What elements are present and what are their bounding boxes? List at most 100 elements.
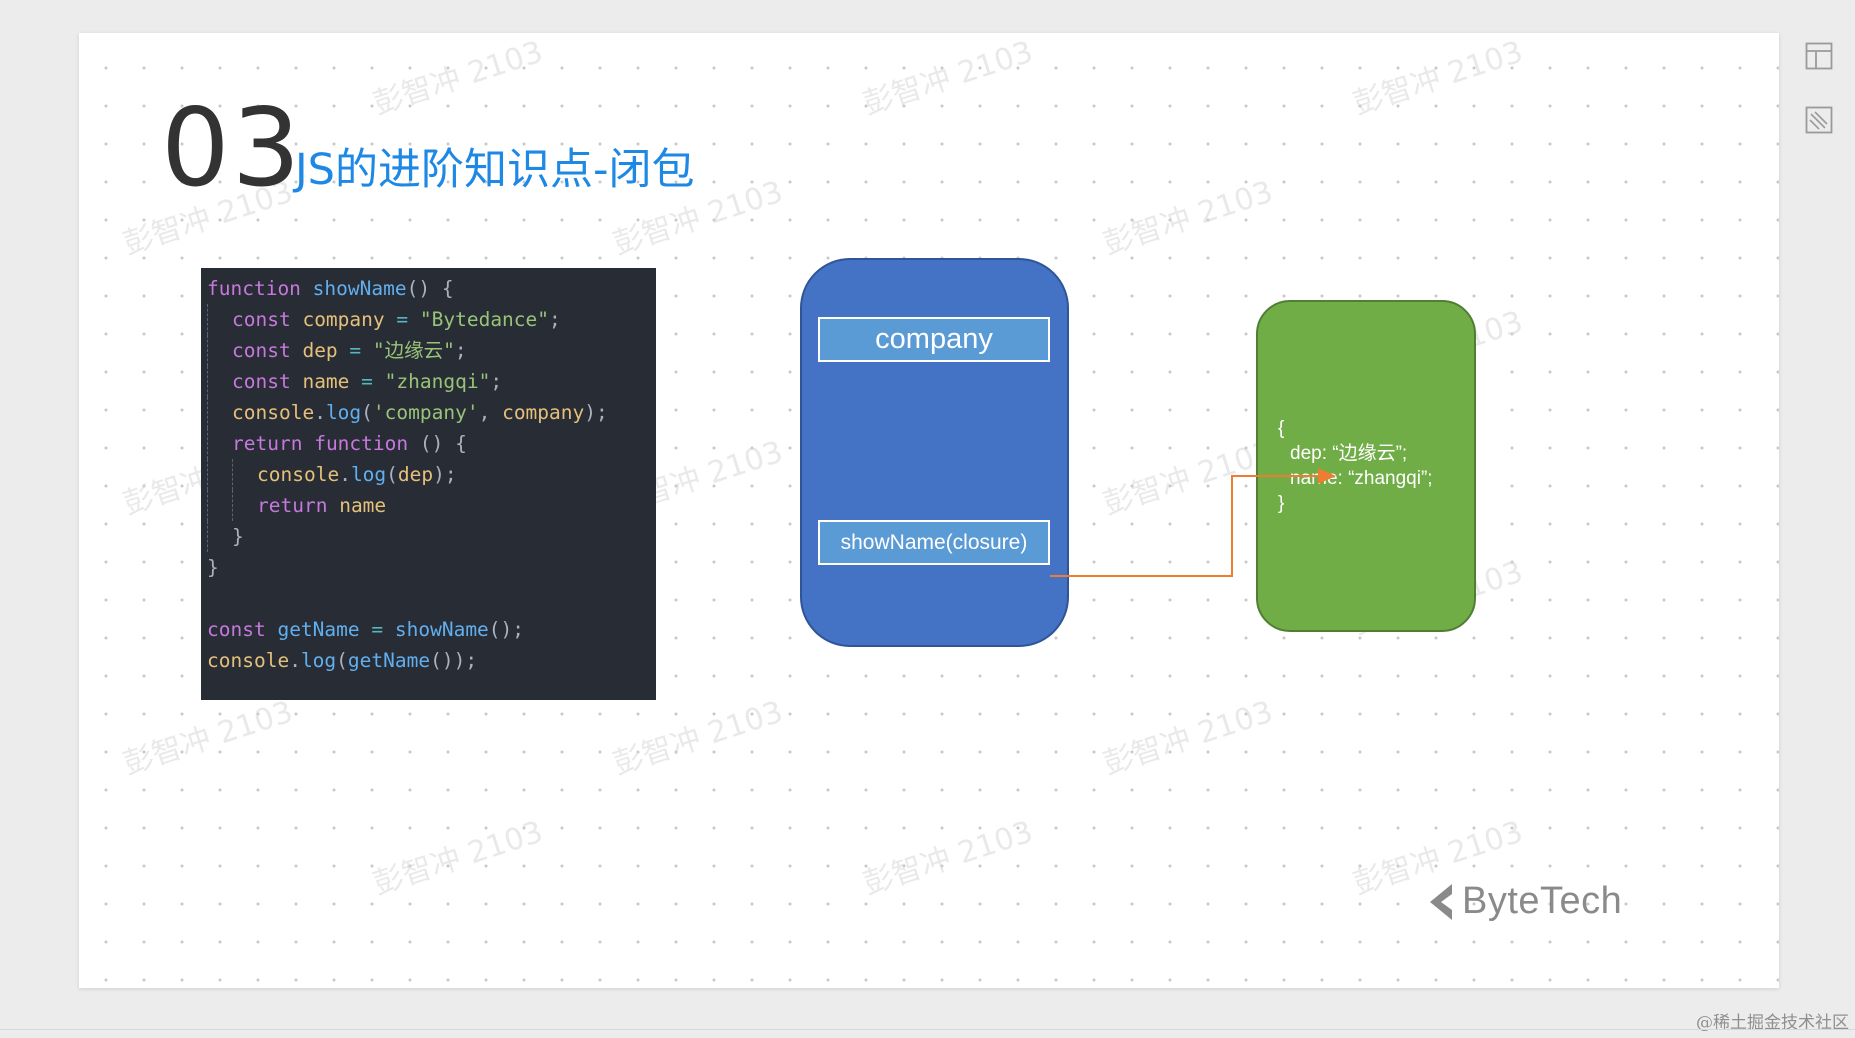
code-line: function showName() { (207, 273, 656, 304)
watermark-text: 彭智冲 2103 (1098, 694, 1278, 783)
code-token (291, 339, 303, 362)
annotation-icon (1805, 106, 1833, 134)
layout-panel-button[interactable] (1805, 42, 1833, 70)
code-token: } (207, 556, 219, 579)
code-token (301, 277, 313, 300)
code-token: . (339, 463, 351, 486)
watermark-text: 彭智冲 2103 (368, 814, 548, 903)
code-line: } (207, 521, 656, 552)
code-token: name (302, 370, 350, 393)
watermark-text: 彭智冲 2103 (1098, 434, 1278, 523)
code-token: log (350, 463, 387, 486)
code-token: = (349, 370, 385, 393)
brand: ByteTech (1426, 880, 1622, 923)
bottom-divider (0, 1029, 1855, 1030)
code-token: const (232, 308, 291, 331)
object-open-brace: { (1278, 418, 1285, 439)
code-line: const getName = showName(); (207, 614, 656, 645)
code-token: ( (386, 463, 398, 486)
code-token: () { (408, 432, 467, 455)
code-token: getName (277, 618, 360, 641)
code-token: "边缘云" (372, 339, 455, 362)
watermark-text: 彭智冲 2103 (368, 34, 548, 123)
code-token: company (302, 308, 385, 331)
code-block: function showName() {const company = "By… (201, 268, 656, 700)
code-token: "Bytedance" (419, 308, 550, 331)
code-token: "zhangqi" (384, 370, 491, 393)
closure-reference-box: showName(closure) (818, 520, 1050, 565)
code-token: company (502, 401, 585, 424)
watermark-text: 彭智冲 2103 (118, 694, 298, 783)
indent-guide (207, 521, 232, 552)
bytetech-logo-icon (1430, 883, 1452, 920)
indent-guide (207, 366, 232, 397)
code-token: = (337, 339, 373, 362)
footer-credit: @稀土掘金技术社区 (1696, 1013, 1849, 1033)
code-token: ( (361, 401, 373, 424)
indent-guide (207, 459, 232, 490)
code-line: } (207, 552, 656, 583)
code-token (291, 308, 303, 331)
code-token: return (232, 432, 303, 455)
indent-guide (232, 490, 257, 521)
code-line: const company = "Bytedance"; (207, 304, 656, 335)
code-token: return (257, 494, 328, 517)
code-token: function (314, 432, 409, 455)
indent-guide (207, 490, 232, 521)
code-line: const dep = "边缘云"; (207, 335, 656, 366)
code-token: ); (584, 401, 608, 424)
code-token: const (232, 339, 291, 362)
code-token: = (384, 308, 420, 331)
code-token: = (359, 618, 395, 641)
slide-title: JS的进阶知识点-闭包 (295, 145, 695, 195)
indent-guide (207, 304, 232, 335)
company-variable-box: company (818, 317, 1050, 362)
indent-guide (207, 428, 232, 459)
watermark-text: 彭智冲 2103 (608, 694, 788, 783)
code-line: console.log('company', company); (207, 397, 656, 428)
code-token: log (300, 649, 337, 672)
code-line: console.log(getName()); (207, 645, 656, 676)
indent-guide (207, 335, 232, 366)
code-token: . (314, 401, 326, 424)
code-token: ( (336, 649, 348, 672)
watermark-text: 彭智冲 2103 (1098, 174, 1278, 263)
code-token: const (232, 370, 291, 393)
code-token: () { (406, 277, 454, 300)
code-token: name (339, 494, 387, 517)
code-token: showName (312, 277, 407, 300)
code-token (291, 370, 303, 393)
code-token: ); (433, 463, 457, 486)
code-line (207, 583, 656, 614)
object-name-line: name: “zhangqi”; (1290, 468, 1433, 489)
code-token: 'company' (372, 401, 479, 424)
object-dep-line: dep: “边缘云”; (1290, 443, 1408, 464)
watermark-text: 彭智冲 2103 (858, 34, 1038, 123)
code-token (302, 432, 314, 455)
code-token: console (207, 649, 290, 672)
code-token: ()); (430, 649, 478, 672)
code-token: dep (397, 463, 434, 486)
brand-name: ByteTech (1462, 880, 1623, 922)
code-token: ; (454, 339, 467, 362)
code-token: ; (549, 308, 561, 331)
code-token: console (257, 463, 340, 486)
code-token: function (207, 277, 301, 300)
code-token: . (289, 649, 301, 672)
code-token: ; (490, 370, 503, 393)
code-token (266, 618, 278, 641)
code-line: const name = "zhangqi"; (207, 366, 656, 397)
watermark-text: 彭智冲 2103 (858, 814, 1038, 903)
annotation-button[interactable] (1805, 106, 1833, 134)
closure-object-text: { dep: “边缘云”; name: “zhangqi”; } (1278, 416, 1433, 516)
code-token: const (207, 618, 266, 641)
code-token: , (478, 401, 503, 424)
code-token: showName (394, 618, 489, 641)
section-number: 03 (161, 86, 303, 211)
code-token: getName (347, 649, 431, 672)
code-line: return function () { (207, 428, 656, 459)
code-token: } (232, 525, 244, 548)
watermark-text: 彭智冲 2103 (1348, 34, 1528, 123)
code-token (327, 494, 339, 517)
